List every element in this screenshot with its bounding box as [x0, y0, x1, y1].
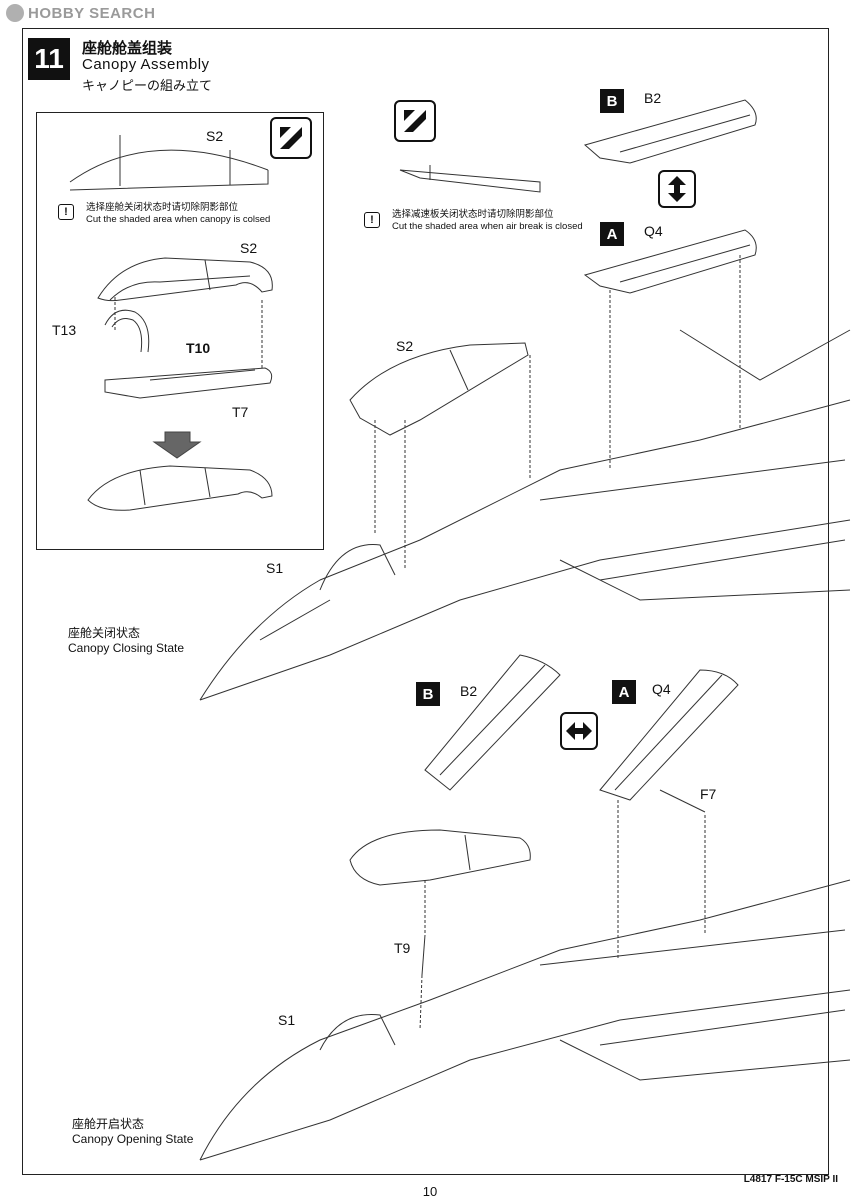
watermark-text: HOBBY SEARCH [28, 4, 156, 22]
label-t7: T7 [232, 404, 249, 420]
open-state-en: Canopy Opening State [72, 1132, 194, 1146]
canopy-s2-closed-drawing [349, 342, 529, 436]
title-jp: キャノピーの組み立て [82, 78, 213, 93]
assembled-canopy-drawing [87, 465, 273, 511]
fuselage-open-drawing [199, 879, 851, 1161]
canopy-s2-drawing [97, 257, 273, 302]
label-b2-open: B2 [460, 683, 478, 699]
inset-note-zh: 选择座舱关闭状态时请切除阴影部位 [86, 202, 239, 213]
label-s2-closed: S2 [396, 338, 414, 354]
airbrake-note-en: Cut the shaded area when air break is cl… [392, 221, 583, 232]
label-s2-canopy: S2 [240, 240, 258, 256]
closed-state-en: Canopy Closing State [68, 641, 185, 655]
part-b2-closed-drawing [583, 99, 757, 164]
part-q4-closed-drawing [583, 229, 757, 294]
title-en: Canopy Assembly [82, 56, 210, 73]
inset-note-en: Cut the shaded area when canopy is colse… [86, 214, 271, 225]
label-q4-closed: Q4 [644, 223, 663, 239]
part-t13-drawing [104, 309, 150, 353]
open-state-zh: 座舱开启状态 [72, 1117, 145, 1131]
airbrake-profile-drawing [399, 169, 541, 193]
option-b-badge: B [600, 89, 624, 113]
canopy-s2-open-drawing [349, 829, 531, 886]
label-s1-open: S1 [278, 1012, 296, 1028]
option-b-badge-open: B [416, 682, 440, 706]
label-t9: T9 [394, 940, 411, 956]
warning-icon-airbrake: ! [364, 212, 380, 228]
swap-vertical-icon [658, 170, 696, 208]
label-t10: T10 [186, 340, 211, 356]
canopy-profile-drawing [69, 149, 269, 183]
label-t13: T13 [52, 322, 77, 338]
cut-icon-airbrake [394, 100, 436, 142]
arrow-down-icon [152, 431, 202, 459]
step-number: 11 [28, 38, 70, 80]
label-b2-closed: B2 [644, 90, 662, 106]
airbrake-note-zh: 选择减速板关闭状态时请切除阴影部位 [392, 209, 554, 220]
part-f7-drawing [659, 789, 706, 813]
part-t7-drawing [104, 367, 273, 399]
page-frame [22, 28, 829, 1175]
part-t9-drawing [421, 934, 426, 976]
label-f7: F7 [700, 786, 717, 802]
canopy-inset-panel [36, 112, 324, 550]
label-q4-open: Q4 [652, 681, 671, 697]
page-number: 10 [422, 1184, 438, 1199]
part-q4-open-drawing [599, 669, 739, 801]
label-s1-closed: S1 [266, 560, 284, 576]
cut-icon [270, 117, 312, 159]
fuselage-closed-drawing [199, 399, 851, 701]
watermark: HOBBY SEARCH [6, 4, 155, 22]
title-zh: 座舱舱盖组装 [82, 40, 173, 57]
hobby-search-logo-icon [6, 4, 24, 22]
model-code: L4817 F-15C MSIP II [743, 1174, 838, 1185]
option-a-badge-open: A [612, 680, 636, 704]
part-b2-open-drawing [424, 654, 561, 791]
warning-icon: ! [58, 204, 74, 220]
swap-horizontal-icon [560, 712, 598, 750]
option-a-badge: A [600, 222, 624, 246]
label-s2-top: S2 [206, 128, 224, 144]
closed-state-zh: 座舱关闭状态 [68, 626, 141, 640]
